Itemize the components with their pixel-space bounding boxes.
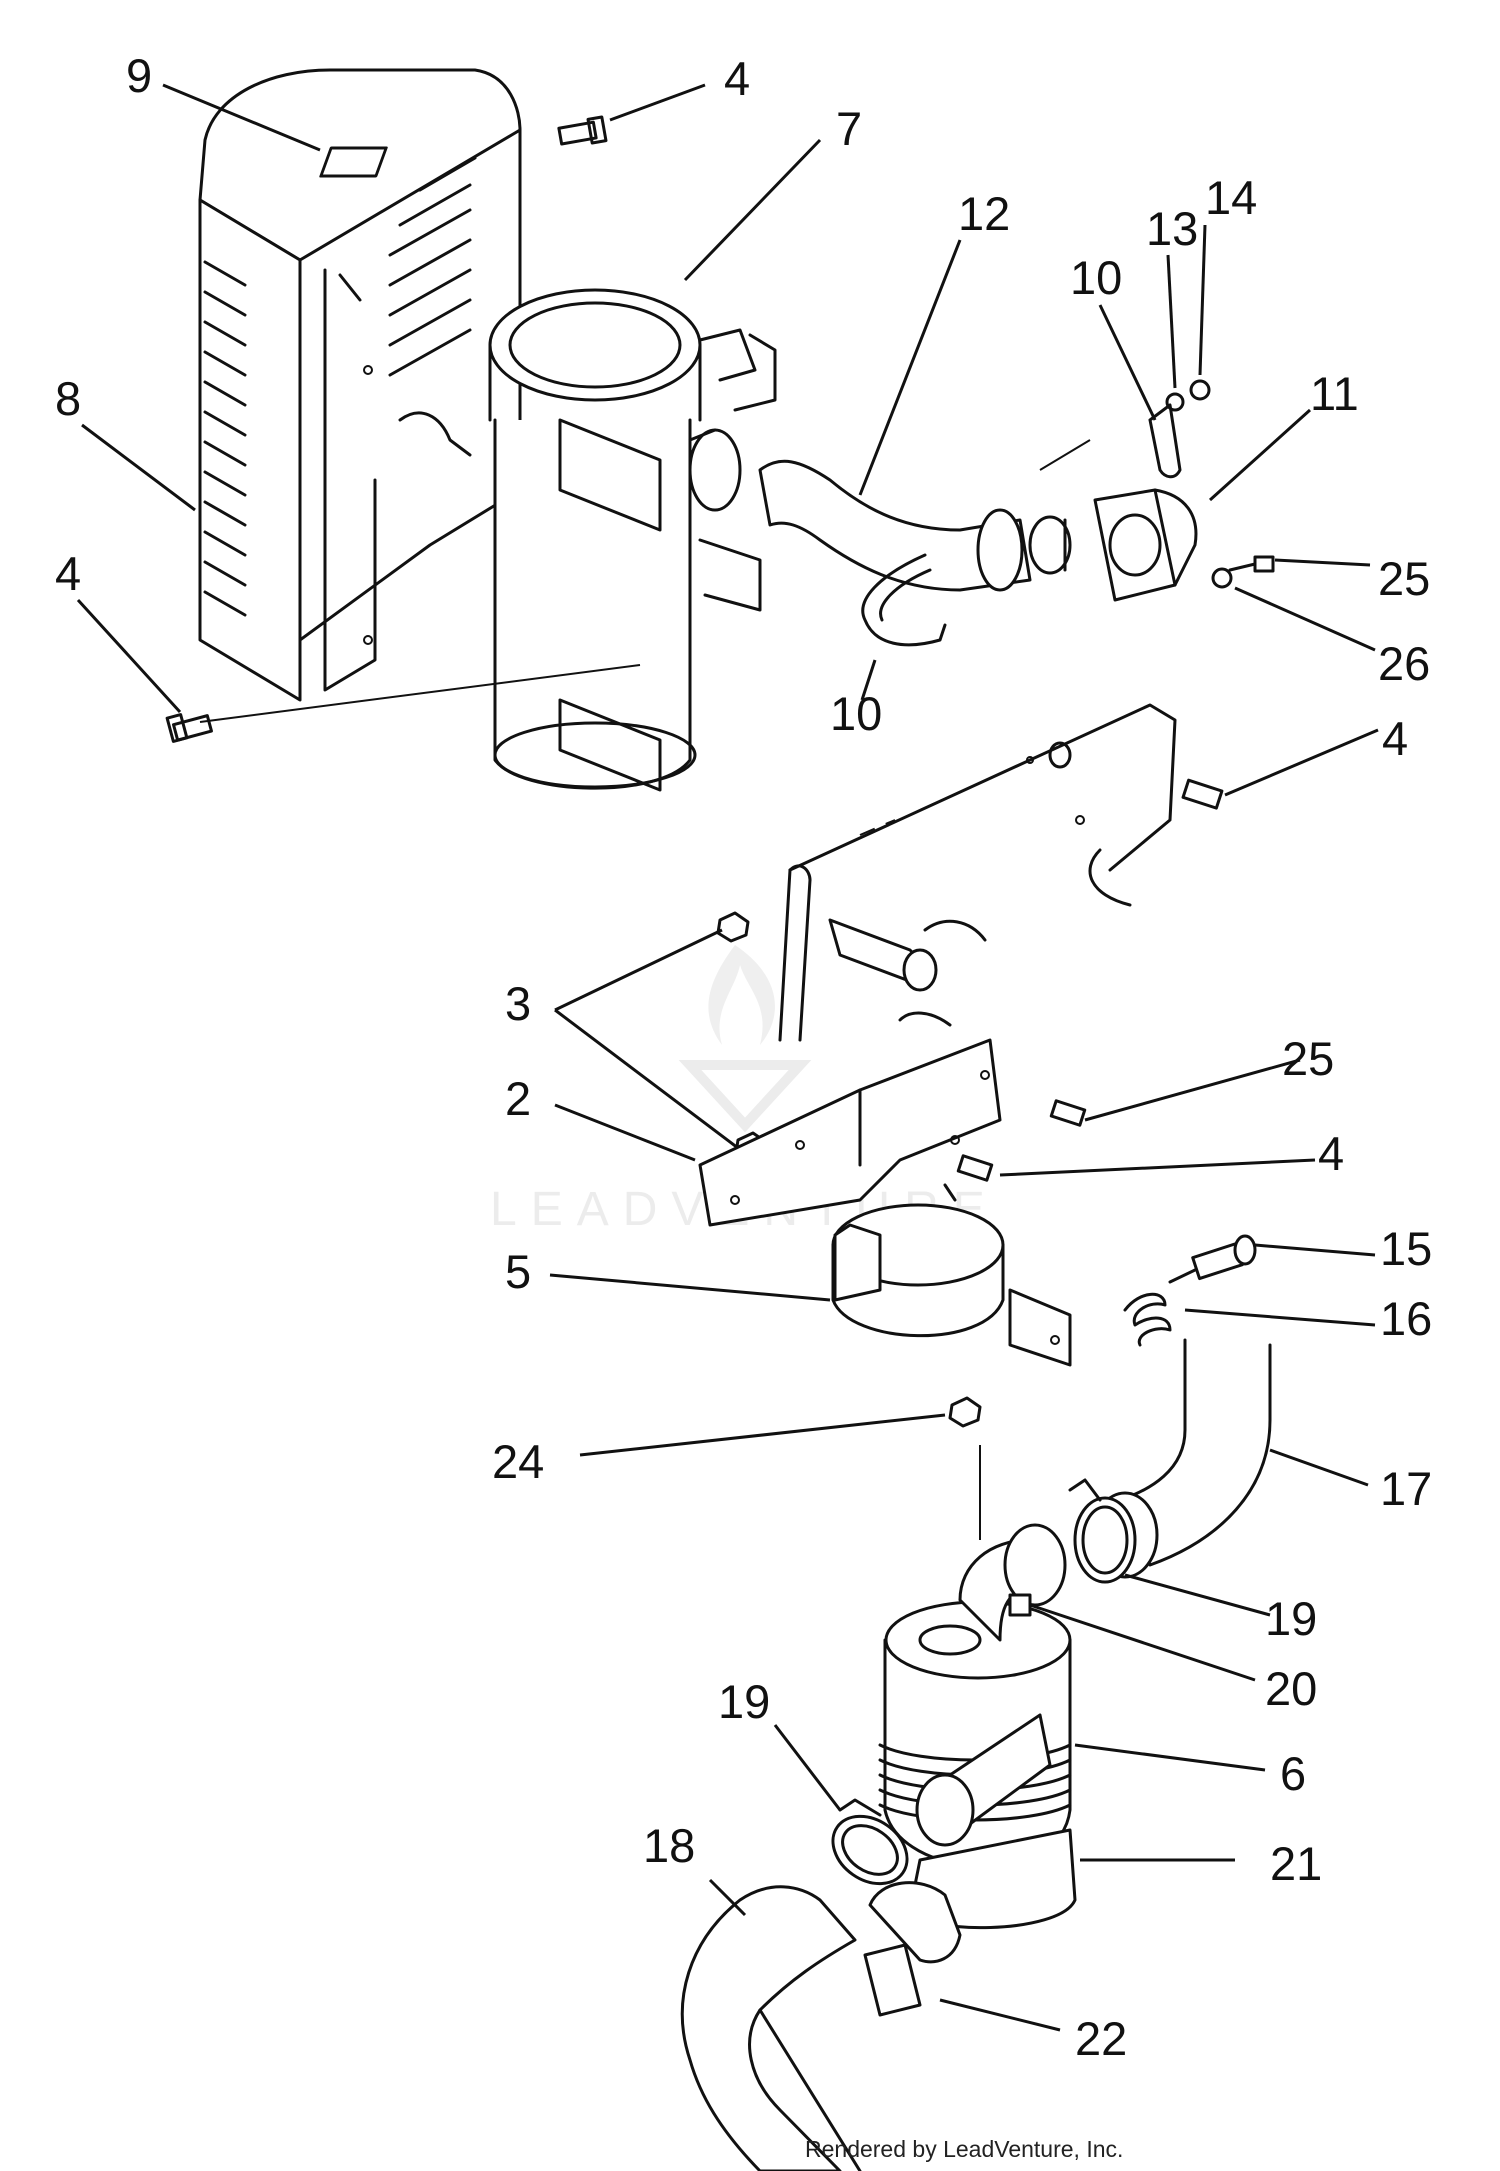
callout-4: 4 xyxy=(724,52,750,105)
leader-7 xyxy=(683,138,822,282)
tailpipe xyxy=(758,459,1072,592)
callout-4: 4 xyxy=(1382,712,1408,765)
leader-22 xyxy=(939,1998,1061,2032)
air-cleaner xyxy=(863,1523,1077,2017)
leader-18 xyxy=(708,1878,747,1917)
callout-9: 9 xyxy=(126,49,152,102)
bolt-top xyxy=(557,115,608,146)
callout-15: 15 xyxy=(1380,1222,1432,1275)
guide-bolt-left xyxy=(199,664,641,723)
callout-3: 3 xyxy=(505,977,531,1030)
leader-3a xyxy=(554,928,723,1012)
callout-21: 21 xyxy=(1270,1837,1322,1890)
exhaust-flange xyxy=(1093,488,1198,602)
callout-19: 19 xyxy=(1265,1592,1317,1645)
leader-10a xyxy=(1098,304,1157,421)
callout-19: 19 xyxy=(718,1675,770,1728)
leader-17 xyxy=(1269,1448,1369,1487)
leader-26 xyxy=(1234,586,1376,652)
hose-clamp-upper xyxy=(1068,1478,1137,1584)
callout-labels: 9 4 7 12 14 13 10 8 11 4 25 26 10 4 3 25… xyxy=(55,49,1432,2065)
u-bolt xyxy=(861,403,1182,647)
callout-20: 20 xyxy=(1265,1662,1317,1715)
leader-4b xyxy=(76,598,182,714)
footer-credit: Rendered by LeadVenture, Inc. xyxy=(805,2136,1123,2162)
leader-3b xyxy=(554,1008,739,1150)
callout-12: 12 xyxy=(958,187,1010,240)
leader-12 xyxy=(858,239,962,496)
mounting-plate xyxy=(778,703,1177,1042)
callout-10: 10 xyxy=(1070,251,1122,304)
spring-pin xyxy=(1123,1234,1257,1347)
leader-14 xyxy=(1198,224,1207,376)
callout-8: 8 xyxy=(55,372,81,425)
guide-12 xyxy=(1039,439,1091,471)
callout-24: 24 xyxy=(492,1435,544,1488)
callout-26: 26 xyxy=(1378,637,1430,690)
callout-14: 14 xyxy=(1205,171,1257,224)
callout-13: 13 xyxy=(1146,202,1198,255)
callout-4: 4 xyxy=(55,547,81,600)
flange-hardware xyxy=(1165,379,1275,589)
callout-10: 10 xyxy=(830,687,882,740)
callout-6: 6 xyxy=(1280,1747,1306,1800)
leader-16 xyxy=(1184,1308,1376,1327)
callout-2: 2 xyxy=(505,1072,531,1125)
callout-25: 25 xyxy=(1282,1032,1334,1085)
callout-22: 22 xyxy=(1075,2012,1127,2065)
leader-15 xyxy=(1254,1243,1376,1257)
callout-7: 7 xyxy=(836,102,862,155)
leader-4a xyxy=(609,83,706,122)
leader-11 xyxy=(1208,408,1312,502)
leader-24 xyxy=(579,1413,946,1457)
callout-4: 4 xyxy=(1318,1127,1344,1180)
leader-13 xyxy=(1166,254,1177,389)
shield-slots-right xyxy=(388,156,477,377)
bracket xyxy=(698,1038,1002,1227)
bracket-bolts xyxy=(956,778,1224,1182)
leader-5 xyxy=(549,1273,831,1302)
leader-19b xyxy=(773,1724,842,1811)
leader-20 xyxy=(1029,1603,1256,1682)
shield-slots-left xyxy=(203,260,247,617)
bolt-left xyxy=(165,713,213,743)
leader-25b xyxy=(1084,1058,1301,1122)
callout-18: 18 xyxy=(643,1819,695,1872)
leader-25a xyxy=(1274,558,1371,567)
leader-lines xyxy=(76,83,1379,2032)
leader-2 xyxy=(554,1103,696,1162)
leader-19a xyxy=(1124,1573,1271,1617)
leader-6 xyxy=(1074,1743,1266,1772)
hose-clamp-lower xyxy=(831,1798,909,1886)
lower-hose xyxy=(680,1885,862,2171)
heat-shield xyxy=(198,68,522,702)
nut-24 xyxy=(948,1396,982,1428)
callout-11: 11 xyxy=(1310,367,1359,420)
leader-10b xyxy=(860,659,877,701)
muffler xyxy=(488,288,777,792)
band-clamp xyxy=(831,1183,1072,1367)
callout-5: 5 xyxy=(505,1245,531,1298)
callout-25: 25 xyxy=(1378,552,1430,605)
leader-8 xyxy=(81,423,196,512)
callout-17: 17 xyxy=(1380,1462,1432,1515)
leader-4d xyxy=(999,1158,1316,1177)
leader-9 xyxy=(162,83,321,152)
callout-16: 16 xyxy=(1380,1292,1432,1345)
leader-4c xyxy=(1224,728,1379,797)
